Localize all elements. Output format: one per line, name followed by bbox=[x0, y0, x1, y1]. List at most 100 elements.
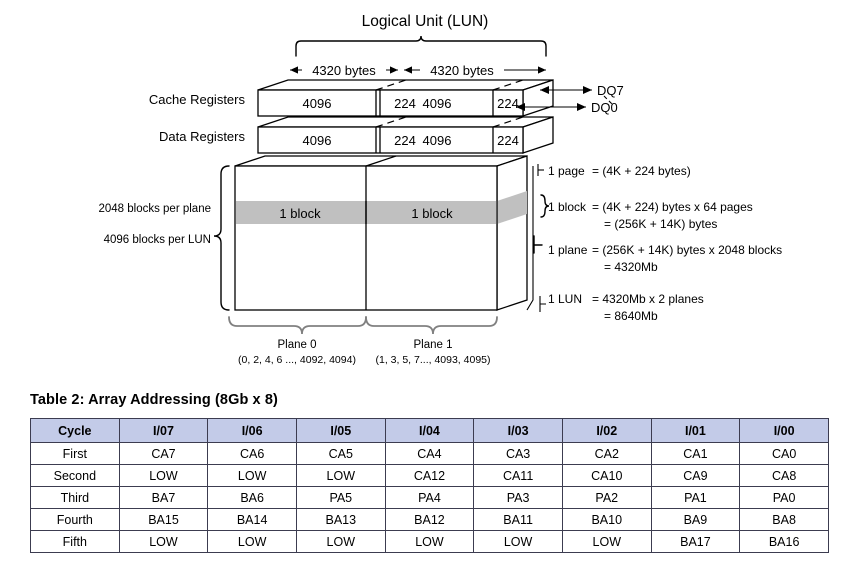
table-cell-r4-c7: BA17 bbox=[650, 530, 741, 553]
table-cell-r4-c1: LOW bbox=[118, 530, 209, 553]
table-cell-r1-c8: CA8 bbox=[739, 464, 829, 487]
annotation-1-lun: 1 LUN = 4320Mb x 2 planes = 8640Mb bbox=[548, 292, 704, 323]
diagram-title: Logical Unit (LUN) bbox=[362, 13, 489, 30]
table-cell-r4-c4: LOW bbox=[384, 530, 475, 553]
table-cell-r2-c4: PA4 bbox=[384, 486, 475, 509]
table-cell-r2-c8: PA0 bbox=[739, 486, 829, 509]
table-cell-r3-c7: BA9 bbox=[650, 508, 741, 531]
table-header-cell-1: I/07 bbox=[118, 418, 209, 443]
cache-cell-2: 4096 bbox=[423, 96, 452, 111]
data-cell-3: 224 bbox=[497, 133, 519, 148]
table-cycle-cell: Second bbox=[30, 464, 120, 487]
blocks-per-plane-label: 2048 blocks per plane bbox=[98, 203, 211, 215]
table-cell-r3-c1: BA15 bbox=[118, 508, 209, 531]
table-cycle-cell: Fourth bbox=[30, 508, 120, 531]
table-cell-r2-c7: PA1 bbox=[650, 486, 741, 509]
cache-cell-3: 224 bbox=[497, 96, 519, 111]
table-cell-r3-c2: BA14 bbox=[207, 508, 297, 531]
table-cell-r1-c1: LOW bbox=[118, 464, 209, 487]
table-cell-r2-c5: PA3 bbox=[473, 486, 563, 509]
table-cell-r0-c4: CA4 bbox=[384, 442, 475, 465]
dq-arrows: DQ7 DQ0 bbox=[516, 83, 624, 115]
data-cell-2: 4096 bbox=[423, 133, 452, 148]
table-header-cell-3: I/05 bbox=[295, 418, 386, 443]
block-label-plane1: 1 block bbox=[411, 206, 453, 221]
annotation-label-1: 1 block bbox=[548, 200, 587, 214]
table-cell-r3-c3: BA13 bbox=[295, 508, 386, 531]
table-cell-r0-c5: CA3 bbox=[473, 442, 563, 465]
annotation-1-page: 1 page = (4K + 224 bytes) bbox=[548, 164, 691, 178]
table-cell-r2-c1: BA7 bbox=[118, 486, 209, 509]
table-cycle-cell: Fifth bbox=[30, 530, 120, 553]
plane-0-detail: (0, 2, 4, 6 ..., 4092, 4094) bbox=[238, 354, 356, 366]
plane-1-detail: (1, 3, 5, 7..., 4093, 4095) bbox=[376, 354, 491, 366]
table-cell-r2-c6: PA2 bbox=[561, 486, 652, 509]
data-cell-0: 4096 bbox=[303, 133, 332, 148]
plane-0-label: Plane 0 bbox=[277, 339, 316, 351]
annotation-line-3-1: = 8640Mb bbox=[604, 309, 658, 323]
dimension-label-left: 4320 bytes bbox=[312, 63, 376, 78]
data-cell-1: 224 bbox=[394, 133, 416, 148]
cache-cell-1: 224 bbox=[394, 96, 416, 111]
cache-registers-slab: 4096 224 4096 224 bbox=[257, 79, 554, 117]
table-cell-r1-c2: LOW bbox=[207, 464, 297, 487]
cache-registers-label: Cache Registers bbox=[149, 92, 246, 107]
annotation-line-2-0: = (256K + 14K) bytes x 2048 blocks bbox=[592, 243, 782, 257]
data-registers-label: Data Registers bbox=[159, 129, 245, 144]
annotation-line-1-0: = (4K + 224) bytes x 64 pages bbox=[592, 200, 753, 214]
annotation-1-block: 1 block = (4K + 224) bytes x 64 pages = … bbox=[548, 200, 753, 231]
table-cell-r4-c3: LOW bbox=[295, 530, 386, 553]
table-cell-r4-c2: LOW bbox=[207, 530, 297, 553]
table-cell-r0-c8: CA0 bbox=[739, 442, 829, 465]
table-cell-r1-c3: LOW bbox=[295, 464, 386, 487]
table-cell-r3-c6: BA10 bbox=[561, 508, 652, 531]
table-cell-r4-c6: LOW bbox=[561, 530, 652, 553]
table-cell-r1-c4: CA12 bbox=[384, 464, 475, 487]
array-cube: 1 block 1 block bbox=[234, 155, 528, 311]
table-cell-r3-c8: BA8 bbox=[739, 508, 829, 531]
annotation-label-3: 1 LUN bbox=[548, 292, 582, 306]
table-cell-r0-c3: CA5 bbox=[295, 442, 386, 465]
plane-1-label: Plane 1 bbox=[413, 339, 452, 351]
array-organization-diagram: Logical Unit (LUN) 4320 bytes 4320 bytes bbox=[98, 13, 782, 366]
table-header-cell-5: I/03 bbox=[473, 418, 563, 443]
annotation-line-0-0: = (4K + 224 bytes) bbox=[592, 164, 691, 178]
plane-braces bbox=[228, 316, 498, 335]
table-cycle-cell: First bbox=[30, 442, 120, 465]
table-header-cell-2: I/06 bbox=[207, 418, 297, 443]
lun-brace bbox=[295, 35, 547, 57]
table-cell-r2-c2: BA6 bbox=[207, 486, 297, 509]
cache-cell-0: 4096 bbox=[303, 96, 332, 111]
table-cell-r2-c3: PA5 bbox=[295, 486, 386, 509]
table-cell-r1-c5: CA11 bbox=[473, 464, 563, 487]
data-registers-slab: 4096 224 4096 224 bbox=[257, 116, 554, 154]
annotation-1-plane: 1 plane = (256K + 14K) bytes x 2048 bloc… bbox=[548, 243, 782, 274]
table-cell-r4-c5: LOW bbox=[473, 530, 563, 553]
array-addressing-section: Table 2: Array Addressing (8Gb x 8) Cycl… bbox=[0, 392, 859, 553]
annotation-braces bbox=[526, 164, 550, 312]
table-header-cell-7: I/01 bbox=[650, 418, 741, 443]
dimension-label-right: 4320 bytes bbox=[430, 63, 494, 78]
table-caption: Table 2: Array Addressing (8Gb x 8) bbox=[30, 392, 278, 408]
table-cell-r3-c5: BA11 bbox=[473, 508, 563, 531]
table-header-cell-4: I/04 bbox=[384, 418, 475, 443]
dq7-label: DQ7 bbox=[597, 83, 624, 98]
diagram-canvas: Logical Unit (LUN) 4320 bytes 4320 bytes bbox=[98, 13, 782, 366]
dq0-label: DQ0 bbox=[591, 100, 618, 115]
annotation-line-2-1: = 4320Mb bbox=[604, 260, 658, 274]
table-cell-r0-c6: CA2 bbox=[561, 442, 652, 465]
annotation-label-0: 1 page bbox=[548, 164, 585, 178]
annotation-label-2: 1 plane bbox=[548, 243, 588, 257]
table-cell-r0-c2: CA6 bbox=[207, 442, 297, 465]
annotation-line-1-1: = (256K + 14K) bytes bbox=[604, 217, 717, 231]
table-header-cell-8: I/00 bbox=[739, 418, 829, 443]
table-header-cell-0: Cycle bbox=[30, 418, 120, 443]
table-cell-r0-c1: CA7 bbox=[118, 442, 209, 465]
dimension-arrows: 4320 bytes 4320 bytes bbox=[290, 61, 546, 79]
table-cell-r1-c7: CA9 bbox=[650, 464, 741, 487]
